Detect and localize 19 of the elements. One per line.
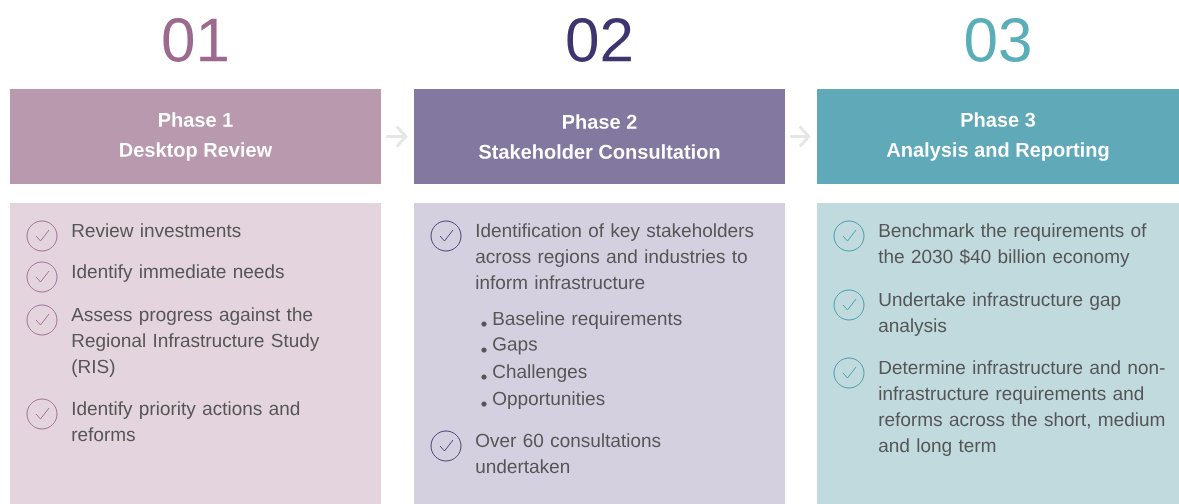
- bullet-item: Challenges: [481, 364, 587, 382]
- phase-header: Phase 2 Stakeholder Consultation: [414, 89, 785, 184]
- checklist-item: Identification of key stakeholders across regions and industries to inform infrastructure: [476, 223, 754, 290]
- phase-header: Phase 3 Analysis and Reporting: [817, 89, 1179, 184]
- phase-header: Phase 1 Desktop Review: [10, 89, 381, 184]
- bullet-item: Gaps: [481, 337, 537, 355]
- checklist-item: Identify immediate needs: [72, 264, 284, 282]
- bullet-item: Baseline requirements: [481, 311, 682, 329]
- bullet-item: Opportunities: [481, 391, 605, 409]
- checklist-item: Determine infrastructure and non-infrastructure requirements and reforms across the short, medium and long term: [879, 360, 1165, 456]
- step-number: 03: [965, 18, 1030, 62]
- checklist-item: Review investments: [72, 223, 241, 238]
- checklist-item: Identify priority actions and reforms: [72, 401, 300, 442]
- checklist-item: Over 60 consultations undertaken: [476, 433, 661, 474]
- checklist-item: Undertake infrastructure gap analysis: [879, 292, 1121, 336]
- step-number: 02: [567, 18, 631, 62]
- step-number: 01: [163, 18, 227, 62]
- checklist-item: Assess progress against the Regional Infrastructure Study (RIS): [71, 307, 320, 377]
- checklist-item: Benchmark the requirements of the 2030 $40 billion economy: [878, 223, 1147, 267]
